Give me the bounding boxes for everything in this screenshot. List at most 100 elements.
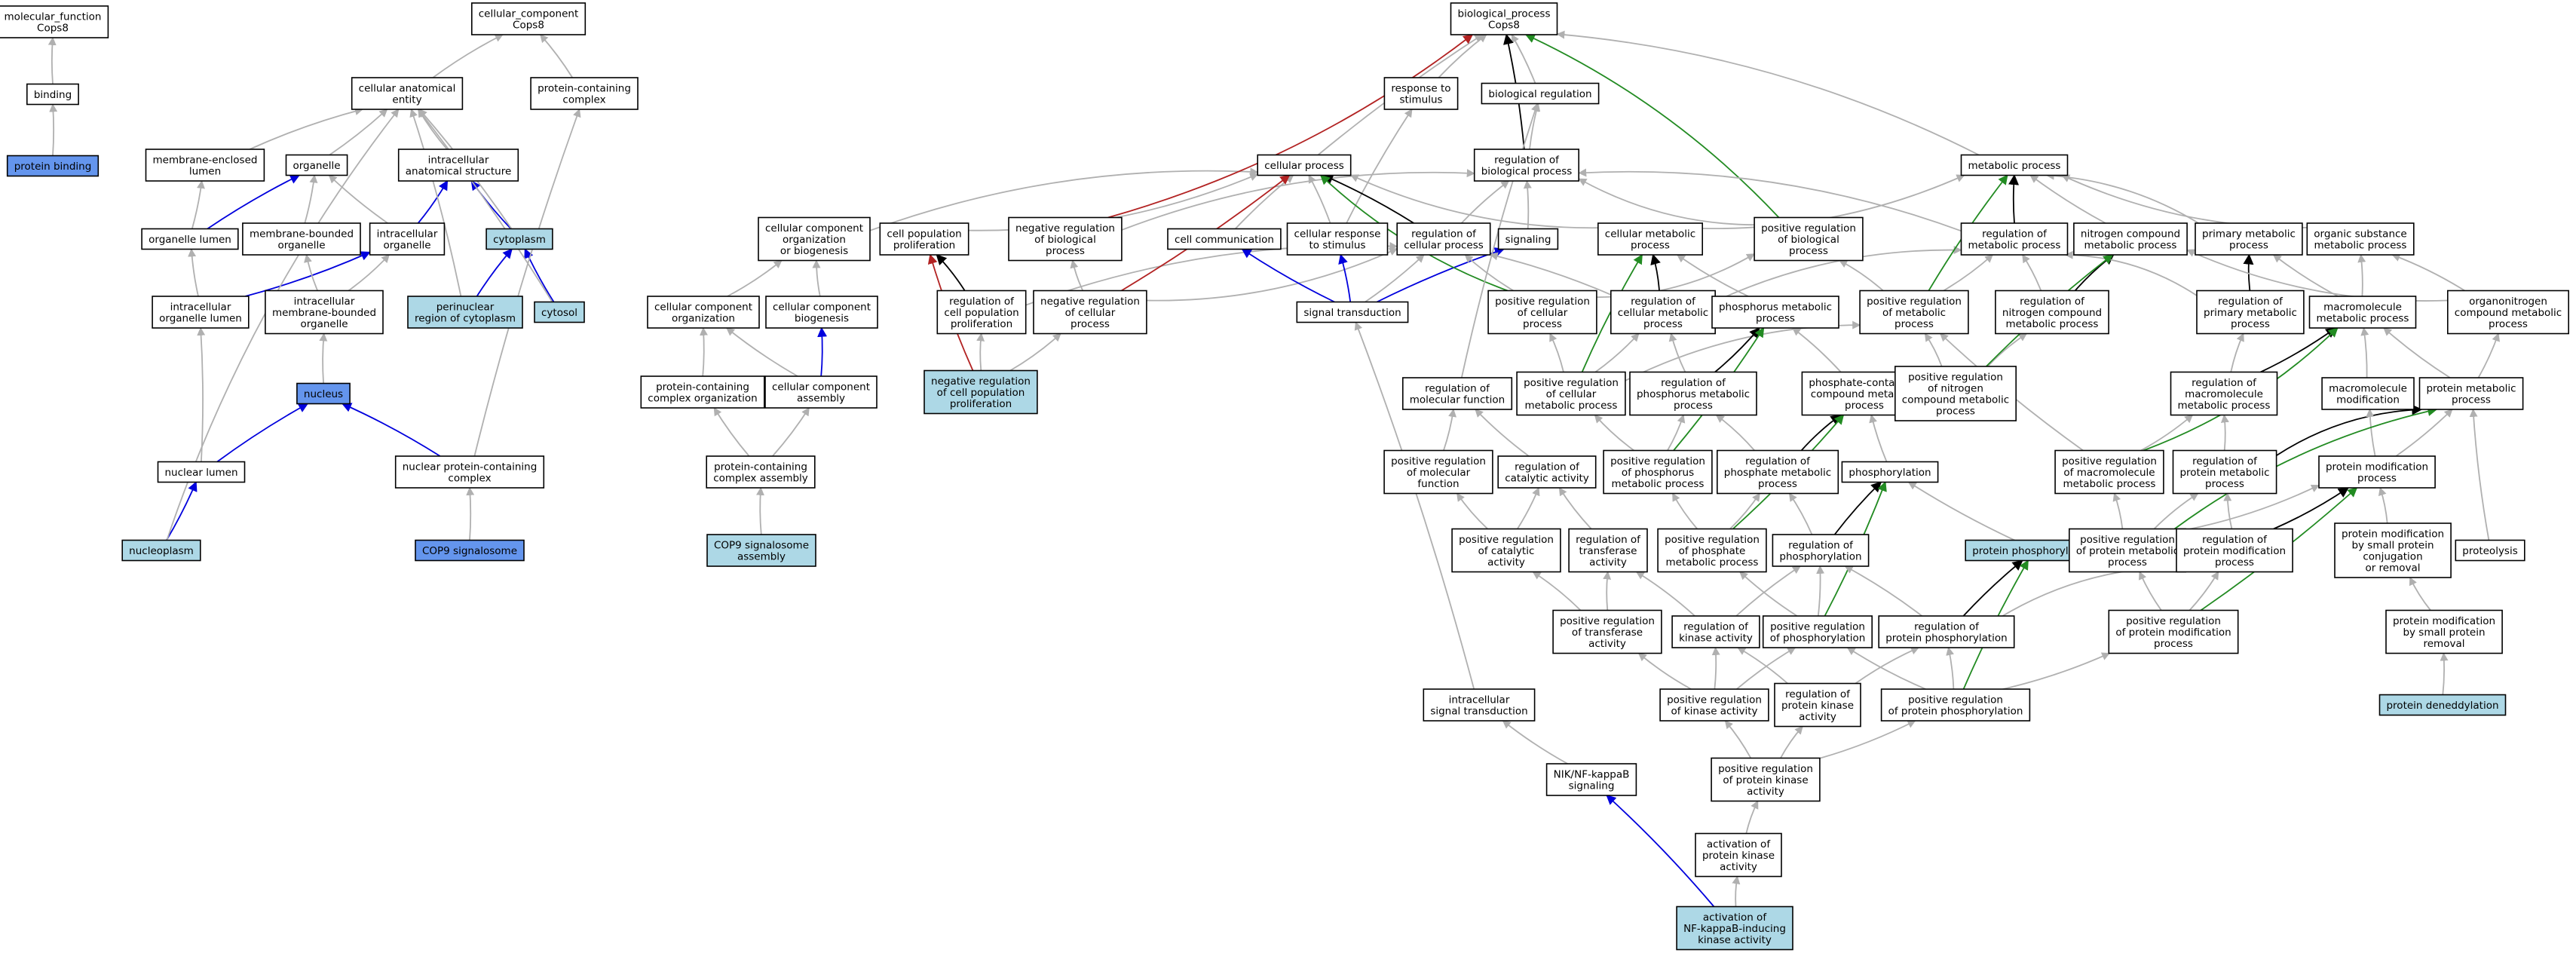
go-term-node-cytosol[interactable]: cytosol <box>534 301 585 323</box>
node-box <box>1423 688 1536 722</box>
go-term-node-protbind[interactable]: protein binding <box>6 155 100 177</box>
go-term-node-signaling[interactable]: signaling <box>1497 228 1559 250</box>
go-term-node-nuclumen[interactable]: nuclear lumen <box>157 461 246 483</box>
go-term-node-phosphorylation[interactable]: phosphorylation <box>1841 461 1939 483</box>
node-label-line: activity <box>1487 556 1525 568</box>
go-term-node-orglumen[interactable]: organelle lumen <box>141 228 239 250</box>
go-term-node-protdened[interactable]: protein deneddylation <box>2378 694 2507 716</box>
node-label-line: kinase activity <box>1698 934 1772 946</box>
go-term-node-binding[interactable]: binding <box>26 83 79 106</box>
go-term-node-proteolysis[interactable]: proteolysis <box>2455 539 2525 562</box>
go-term-node-sigtrans[interactable]: signal transduction <box>1296 301 1409 323</box>
go-term-node-cop9[interactable]: COP9 signalosome <box>415 539 525 562</box>
go-term-node-bioreg[interactable]: biological regulation <box>1481 82 1600 105</box>
go-term-node-nucleus[interactable]: nucleus <box>296 382 351 405</box>
go-term-node-cytoplasm[interactable]: cytoplasm <box>485 228 553 250</box>
go-term-node-organelle[interactable]: organelle <box>285 154 348 176</box>
go-term-node-cellproc[interactable]: cellular process <box>1257 154 1352 176</box>
go-term-node-cellcomm[interactable]: cell communication <box>1167 228 1282 250</box>
go-term-node-metproc[interactable]: metabolic process <box>1960 154 2069 176</box>
go-term-node-nucleoplasm[interactable]: nucleoplasm <box>121 539 201 562</box>
